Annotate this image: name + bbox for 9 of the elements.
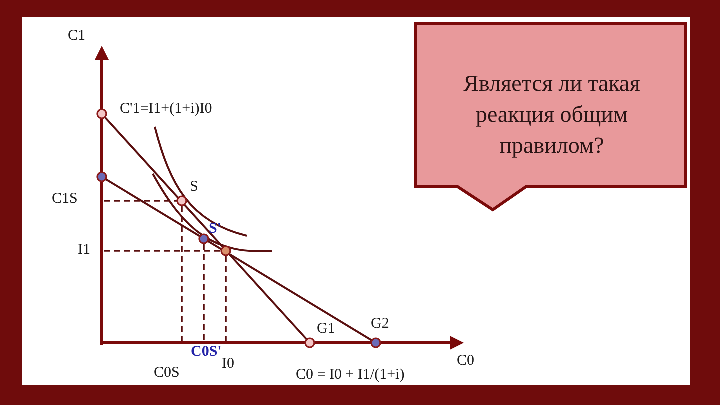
axis-value-label: I0 (222, 356, 234, 373)
axis-value-label: C0S' (191, 344, 222, 361)
equation-label: C0 = I0 + I1/(1+i) (296, 367, 405, 384)
axis-value-label: I1 (78, 242, 90, 259)
callout-text: Является ли такая реакция общим правилом? (462, 70, 642, 160)
axis-label: C0 (457, 353, 475, 370)
axis-value-label: C0S (154, 365, 180, 382)
axis-label: C1 (68, 28, 86, 45)
axis-value-label: C1S (52, 191, 78, 208)
